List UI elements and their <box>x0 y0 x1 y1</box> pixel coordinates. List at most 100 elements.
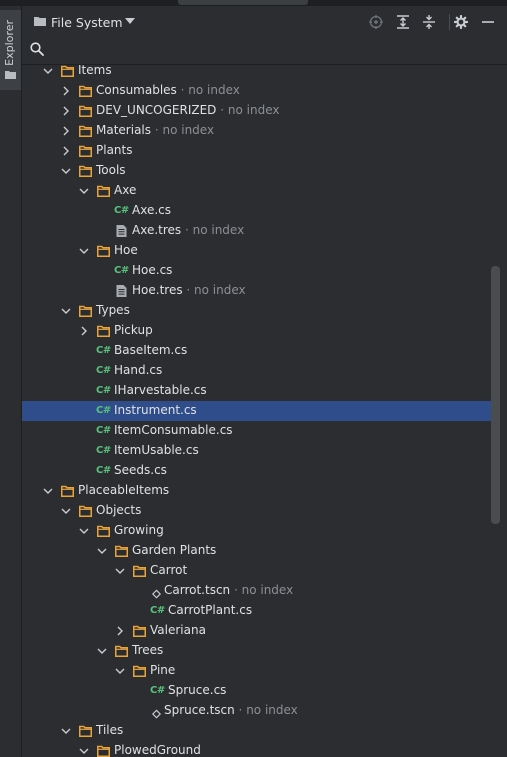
chevron-right-icon[interactable] <box>61 106 71 116</box>
tree-item-label: Spruce.cs <box>168 683 226 697</box>
chevron-down-icon[interactable] <box>61 506 71 516</box>
tree-folder-row[interactable]: Plants <box>22 141 497 161</box>
csharp-file-icon: C# <box>96 405 111 416</box>
tree-folder-row[interactable]: Garden Plants <box>22 541 497 561</box>
tree-file-row[interactable]: C#ItemConsumable.cs <box>22 421 497 441</box>
tree-item-name: Spruce.tscn <box>164 703 235 717</box>
tree-folder-row[interactable]: Items <box>22 61 497 81</box>
chevron-down-icon[interactable] <box>79 746 89 756</box>
chevron-down-icon[interactable] <box>115 666 125 676</box>
tree-folder-row[interactable]: PlowedGround <box>22 741 497 757</box>
tree-file-row[interactable]: Axe.tres · no index <box>22 221 497 241</box>
tree-folder-row[interactable]: Objects <box>22 501 497 521</box>
tree-item-name: CarrotPlant.cs <box>168 603 253 617</box>
folder-icon <box>79 105 92 117</box>
collapse-all-icon <box>423 15 435 29</box>
tree-item-name: Axe.cs <box>132 203 171 217</box>
tree-folder-row[interactable]: Tiles <box>22 721 497 741</box>
tree-folder-row[interactable]: Valeriana <box>22 621 497 641</box>
collapse-all-button[interactable] <box>420 13 438 31</box>
tree-folder-row[interactable]: Axe <box>22 181 497 201</box>
tree-item-name: Instrument.cs <box>114 403 197 417</box>
tree-item-label: CarrotPlant.cs <box>168 603 252 617</box>
chevron-down-icon[interactable] <box>79 186 89 196</box>
tree-folder-row[interactable]: Pine <box>22 661 497 681</box>
tree-item-name: Axe.tres <box>132 223 182 237</box>
locate-button[interactable] <box>367 13 385 31</box>
editor-tab-stub[interactable] <box>178 0 308 5</box>
search-bar[interactable] <box>22 36 507 65</box>
settings-button[interactable] <box>452 13 470 31</box>
chevron-right-icon[interactable] <box>61 86 71 96</box>
tree-folder-row[interactable]: Carrot <box>22 561 497 581</box>
folder-icon <box>133 665 146 677</box>
chevron-down-icon[interactable] <box>97 546 107 556</box>
tree-file-row[interactable]: C#Hoe.cs <box>22 261 497 281</box>
tree-item-name: Hoe.cs <box>132 263 173 277</box>
tree-file-row[interactable]: C#ItemUsable.cs <box>22 441 497 461</box>
chevron-down-icon[interactable] <box>61 306 71 316</box>
folder-icon <box>61 485 74 497</box>
tree-item-name: Tiles <box>96 723 124 737</box>
tree-folder-row[interactable]: Tools <box>22 161 497 181</box>
tree-item-name: Carrot <box>150 563 188 577</box>
tree-item-label: DEV_UNCOGERIZED · no index <box>96 103 279 117</box>
tree-folder-row[interactable]: Consumables · no index <box>22 81 497 101</box>
tree-folder-row[interactable]: Types <box>22 301 497 321</box>
tree-file-row[interactable]: C#CarrotPlant.cs <box>22 601 497 621</box>
vertical-scrollbar[interactable] <box>491 266 500 524</box>
tree-item-name: Spruce.cs <box>168 683 227 697</box>
csharp-file-icon: C# <box>96 365 111 376</box>
tree-item-label: ItemUsable.cs <box>114 443 199 457</box>
tree-item-label: Spruce.tscn · no index <box>164 703 298 717</box>
folder-icon <box>133 565 146 577</box>
chevron-down-icon[interactable] <box>79 246 89 256</box>
tree-file-row[interactable]: C#IHarvestable.cs <box>22 381 497 401</box>
tree-item-label: Axe.cs <box>132 203 171 217</box>
folder-icon <box>133 625 146 637</box>
hide-panel-button[interactable] <box>479 13 497 31</box>
expand-all-button[interactable] <box>394 13 412 31</box>
tree-file-row[interactable]: C#Axe.cs <box>22 201 497 221</box>
chevron-down-icon[interactable] <box>43 486 53 496</box>
folder-icon <box>97 185 110 197</box>
tree-folder-row[interactable]: Materials · no index <box>22 121 497 141</box>
chevron-down-icon[interactable] <box>61 726 71 736</box>
tree-item-name: Valeriana <box>150 623 206 637</box>
chevron-down-icon[interactable] <box>125 18 135 25</box>
tree-file-row[interactable]: C#Seeds.cs <box>22 461 497 481</box>
chevron-right-icon[interactable] <box>61 146 71 156</box>
tree-item-label: Hoe.cs <box>132 263 172 277</box>
tree-file-row[interactable]: C#Instrument.cs <box>22 401 497 421</box>
resource-file-icon <box>116 285 127 297</box>
chevron-down-icon[interactable] <box>115 566 125 576</box>
tree-file-row[interactable]: C#BaseItem.cs <box>22 341 497 361</box>
tree-folder-row[interactable]: DEV_UNCOGERIZED · no index <box>22 101 497 121</box>
tree-file-row[interactable]: Carrot.tscn · no index <box>22 581 497 601</box>
tree-item-label: Trees <box>132 643 163 657</box>
tree-folder-row[interactable]: Growing <box>22 521 497 541</box>
resource-file-icon <box>116 225 127 237</box>
tree-file-row[interactable]: C#Spruce.cs <box>22 681 497 701</box>
tree-folder-row[interactable]: Pickup <box>22 321 497 341</box>
chevron-down-icon[interactable] <box>79 526 89 536</box>
scene-file-icon <box>152 589 161 599</box>
panel-title[interactable]: File System <box>51 15 123 30</box>
folder-icon <box>79 145 92 157</box>
header-divider <box>449 14 450 30</box>
chevron-right-icon[interactable] <box>79 326 89 336</box>
tree-folder-row[interactable]: Trees <box>22 641 497 661</box>
tree-file-row[interactable]: Spruce.tscn · no index <box>22 701 497 721</box>
note-separator: · <box>182 283 195 297</box>
tree-file-row[interactable]: C#Hand.cs <box>22 361 497 381</box>
tree-file-row[interactable]: Hoe.tres · no index <box>22 281 497 301</box>
chevron-down-icon[interactable] <box>61 166 71 176</box>
chevron-right-icon[interactable] <box>115 626 125 636</box>
chevron-right-icon[interactable] <box>61 126 71 136</box>
tree-folder-row[interactable]: PlaceableItems <box>22 481 497 501</box>
tree-folder-row[interactable]: Hoe <box>22 241 497 261</box>
explorer-tool-tab[interactable]: Explorer <box>0 10 21 90</box>
chevron-down-icon[interactable] <box>97 646 107 656</box>
folder-icon <box>5 71 16 79</box>
chevron-down-icon[interactable] <box>43 66 53 76</box>
